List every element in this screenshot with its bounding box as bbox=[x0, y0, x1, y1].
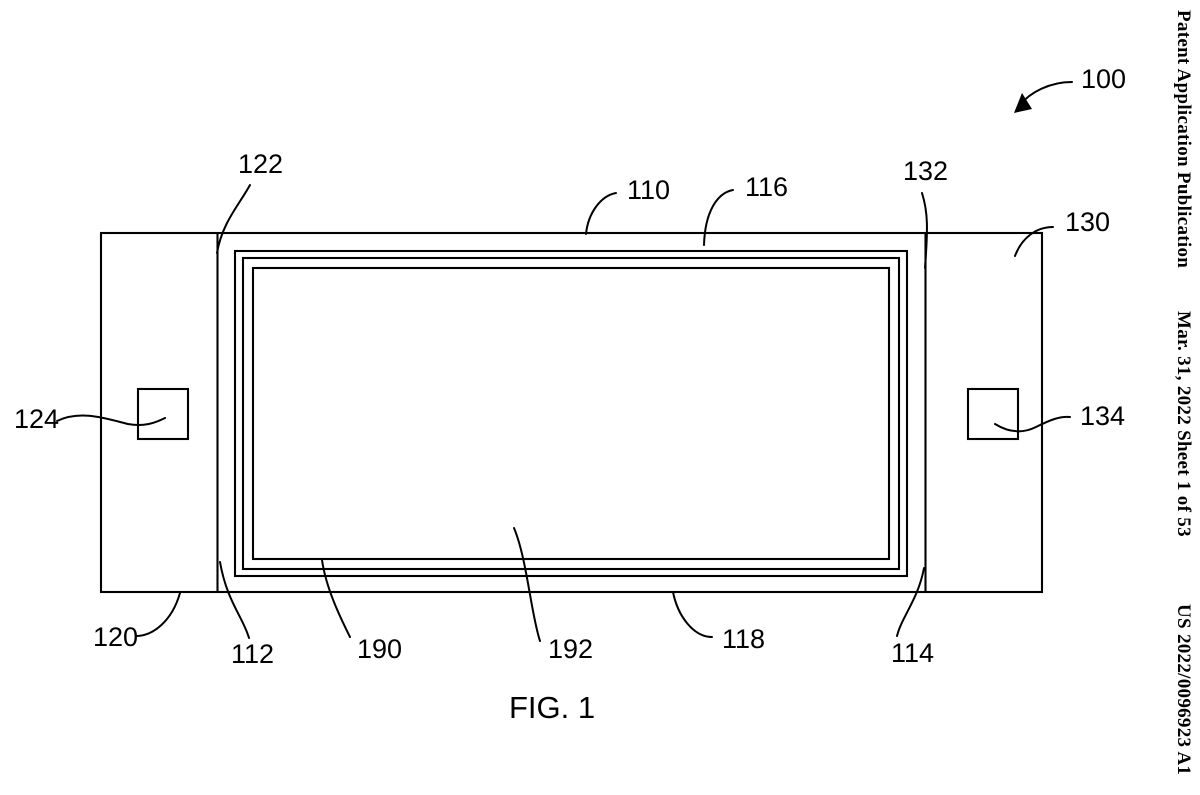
layer-frame-inner bbox=[251, 266, 891, 561]
leader-line-120 bbox=[135, 592, 181, 637]
ref-numeral-114: 114 bbox=[891, 638, 934, 668]
header-date-sheet-label: Mar. 31, 2022 Sheet 1 of 53 bbox=[1173, 311, 1194, 537]
leader-line-122 bbox=[216, 184, 251, 254]
ref-numeral-132: 132 bbox=[903, 156, 948, 186]
ref-numeral-120: 120 bbox=[93, 622, 138, 652]
leader-line-110 bbox=[585, 192, 617, 235]
layer-frame-outer bbox=[233, 249, 909, 578]
leader-line-190 bbox=[321, 559, 351, 638]
ref-numeral-110: 110 bbox=[627, 175, 670, 205]
leader-line-192 bbox=[513, 527, 541, 642]
header-publication-label: Patent Application Publication bbox=[1173, 10, 1194, 268]
ref-numeral-112: 112 bbox=[231, 639, 274, 669]
leader-line-112 bbox=[219, 561, 250, 639]
header-publication-number: US 2022/0096923 A1 bbox=[1173, 604, 1194, 775]
ref-numeral-192: 192 bbox=[548, 634, 593, 664]
ref-numeral-130: 130 bbox=[1065, 207, 1110, 237]
ref-numeral-118: 118 bbox=[722, 624, 765, 654]
leader-line-130 bbox=[1014, 226, 1054, 257]
leader-line-124 bbox=[56, 414, 166, 427]
outer-housing-rect bbox=[99, 231, 1044, 594]
leader-line-116 bbox=[703, 189, 734, 246]
ref-numeral-134: 134 bbox=[1080, 401, 1125, 431]
ref-numeral-124: 124 bbox=[14, 404, 59, 434]
layer-frame-middle bbox=[241, 256, 901, 571]
leader-line-134 bbox=[994, 415, 1071, 433]
ref-numeral-116: 116 bbox=[745, 172, 788, 202]
leader-line-114 bbox=[896, 567, 925, 637]
right-contact-pad-square bbox=[966, 387, 1020, 441]
ref-numeral-190: 190 bbox=[357, 634, 402, 664]
leader-line-118 bbox=[672, 591, 713, 638]
ref-numeral-100: 100 bbox=[1081, 64, 1126, 94]
arrowhead-100 bbox=[1014, 93, 1032, 113]
left-contact-pad-square bbox=[136, 387, 190, 441]
ref-numeral-122: 122 bbox=[238, 149, 283, 179]
figure-caption: FIG. 1 bbox=[509, 690, 595, 725]
leader-line-132 bbox=[921, 192, 928, 269]
